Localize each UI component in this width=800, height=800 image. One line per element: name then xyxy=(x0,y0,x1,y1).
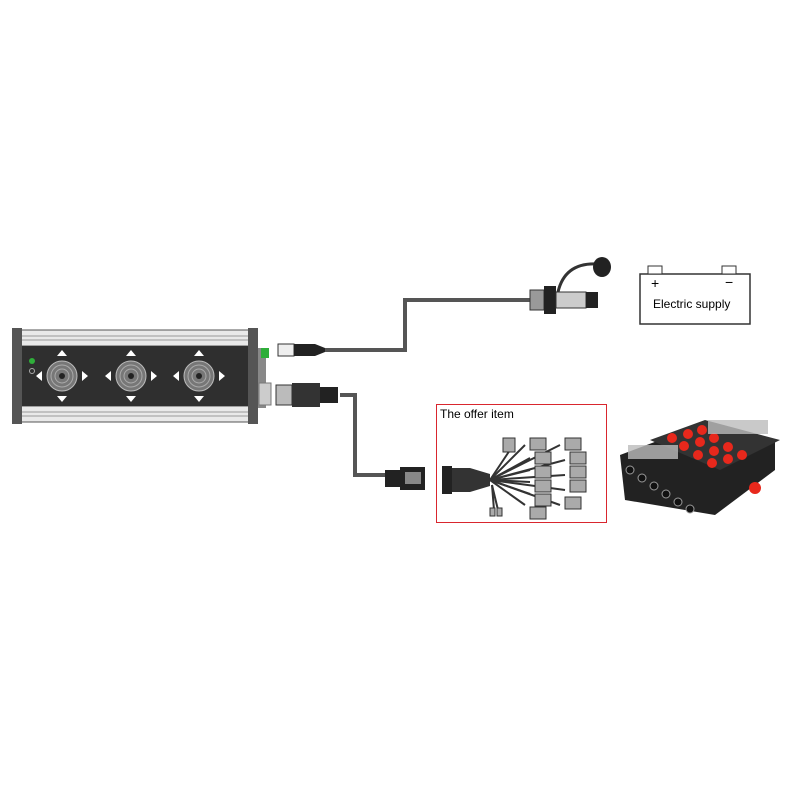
joystick-controller xyxy=(12,328,272,424)
svg-text:+: + xyxy=(651,275,659,291)
joystick-2 xyxy=(105,350,157,402)
joystick-3 xyxy=(173,350,225,402)
battery-icon: + − xyxy=(639,265,751,325)
svg-text:−: − xyxy=(725,274,733,290)
offer-item-title: The offer item xyxy=(440,407,514,421)
wiring-harness xyxy=(442,437,587,520)
status-led xyxy=(29,358,35,364)
battery-label: Electric supply xyxy=(653,297,731,311)
joystick-1 xyxy=(36,350,88,402)
offer-item-box: The offer item xyxy=(436,404,607,523)
valve-cable xyxy=(275,383,425,490)
hydraulic-valve-image xyxy=(620,420,780,515)
power-cable xyxy=(277,257,611,357)
